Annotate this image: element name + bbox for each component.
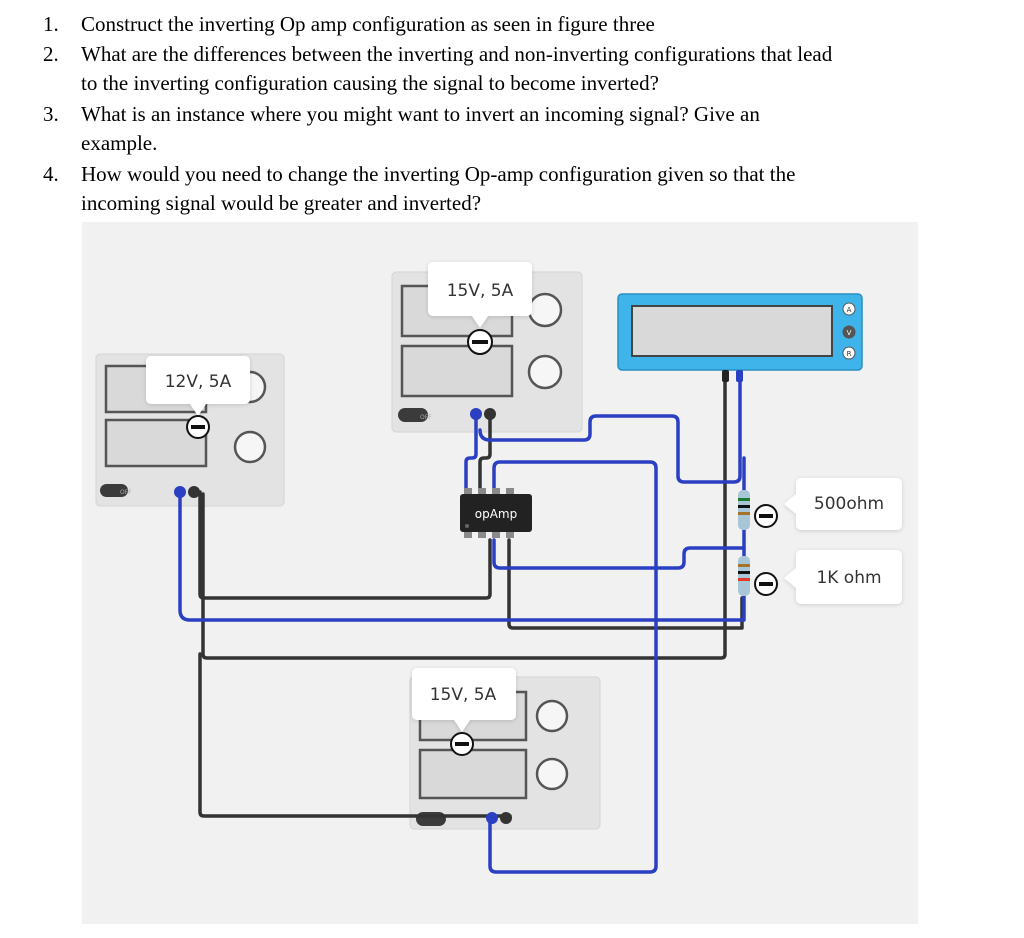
- question-text: to the inverting configuration causing t…: [81, 71, 659, 95]
- minus-bar: [759, 582, 773, 586]
- resistor-1k-ohm[interactable]: [738, 556, 750, 596]
- question-text: What are the differences between the inv…: [81, 42, 833, 66]
- current-knob[interactable]: [233, 430, 267, 464]
- question-list: 1. Construct the inverting Op amp config…: [0, 0, 1024, 222]
- wire-black-opamp-to-resistor: [507, 538, 744, 630]
- resistor-500ohm[interactable]: [738, 490, 750, 530]
- circuit-diagram: OFF OFF A V: [82, 222, 918, 924]
- question-text: What is an instance where you might want…: [81, 102, 760, 126]
- power-switch-label: OFF: [120, 489, 132, 496]
- label-15v-top: [428, 262, 532, 328]
- voltage-knob[interactable]: [535, 699, 569, 733]
- question-number: 2.: [43, 42, 59, 66]
- wire-black-left-to-meter: [201, 372, 727, 660]
- terminals: [174, 408, 512, 824]
- ohmmeter-button-label: R: [847, 350, 852, 358]
- label-1k-ohm: [784, 550, 902, 604]
- wire-blue-opamp-to-junction: [492, 538, 746, 570]
- ammeter-button[interactable]: [842, 302, 856, 316]
- minus-bar: [759, 514, 773, 518]
- label-12v: [146, 356, 250, 416]
- wire-blue-top-to-opamp: [464, 416, 478, 496]
- meter-probe-black[interactable]: [722, 370, 729, 382]
- current-knob[interactable]: [535, 757, 569, 791]
- power-switch[interactable]: [398, 408, 428, 422]
- wire-blue-top-to-meter: [478, 372, 742, 484]
- power-switch-label: OFF: [420, 414, 432, 421]
- multimeter[interactable]: A V R: [617, 293, 863, 371]
- voltmeter-button-label: V: [847, 329, 852, 337]
- wire-blue-left-to-resistor: [178, 490, 746, 622]
- meter-probe-blue[interactable]: [736, 370, 743, 382]
- ohmmeter-button[interactable]: [842, 346, 856, 360]
- question-text: How would you need to change the inverti…: [81, 162, 796, 186]
- power-switch[interactable]: [416, 812, 446, 826]
- question-number: 1.: [43, 12, 59, 36]
- supply-top-label: 15V, 5A: [447, 281, 514, 301]
- wire-black-top-to-opamp: [478, 418, 492, 496]
- circuit-svg: OFF OFF A V: [95, 262, 902, 874]
- resistor-1-label: 500ohm: [814, 494, 884, 514]
- power-switch[interactable]: [100, 484, 128, 497]
- ammeter-button-label: A: [847, 306, 852, 314]
- op-amp-label: opAmp: [475, 507, 517, 521]
- voltage-knob[interactable]: [527, 292, 563, 328]
- minus-bar: [472, 340, 488, 344]
- wire-black-left-to-opamp: [198, 490, 492, 600]
- current-knob[interactable]: [527, 354, 563, 390]
- black-wires: [198, 372, 744, 818]
- wire-blue-opamp-to-bottom: [488, 460, 658, 874]
- label-15v-bottom: [412, 668, 516, 732]
- supply-bottom-label: 15V, 5A: [430, 685, 497, 705]
- question-number: 4.: [43, 162, 59, 186]
- resistor-2-label: 1K ohm: [816, 568, 881, 588]
- op-amp[interactable]: opAmp: [460, 488, 532, 538]
- label-500ohm: [784, 478, 902, 530]
- voltmeter-button[interactable]: [842, 325, 856, 339]
- wire-black-left-to-bottom: [198, 652, 512, 818]
- minus-bar: [455, 742, 469, 746]
- question-text: incoming signal would be greater and inv…: [81, 191, 482, 215]
- question-text: Construct the inverting Op amp configura…: [81, 12, 655, 36]
- minus-bar: [191, 425, 205, 429]
- question-text: example.: [81, 131, 158, 155]
- supply-left-label: 12V, 5A: [165, 372, 232, 392]
- question-number: 3.: [43, 102, 59, 126]
